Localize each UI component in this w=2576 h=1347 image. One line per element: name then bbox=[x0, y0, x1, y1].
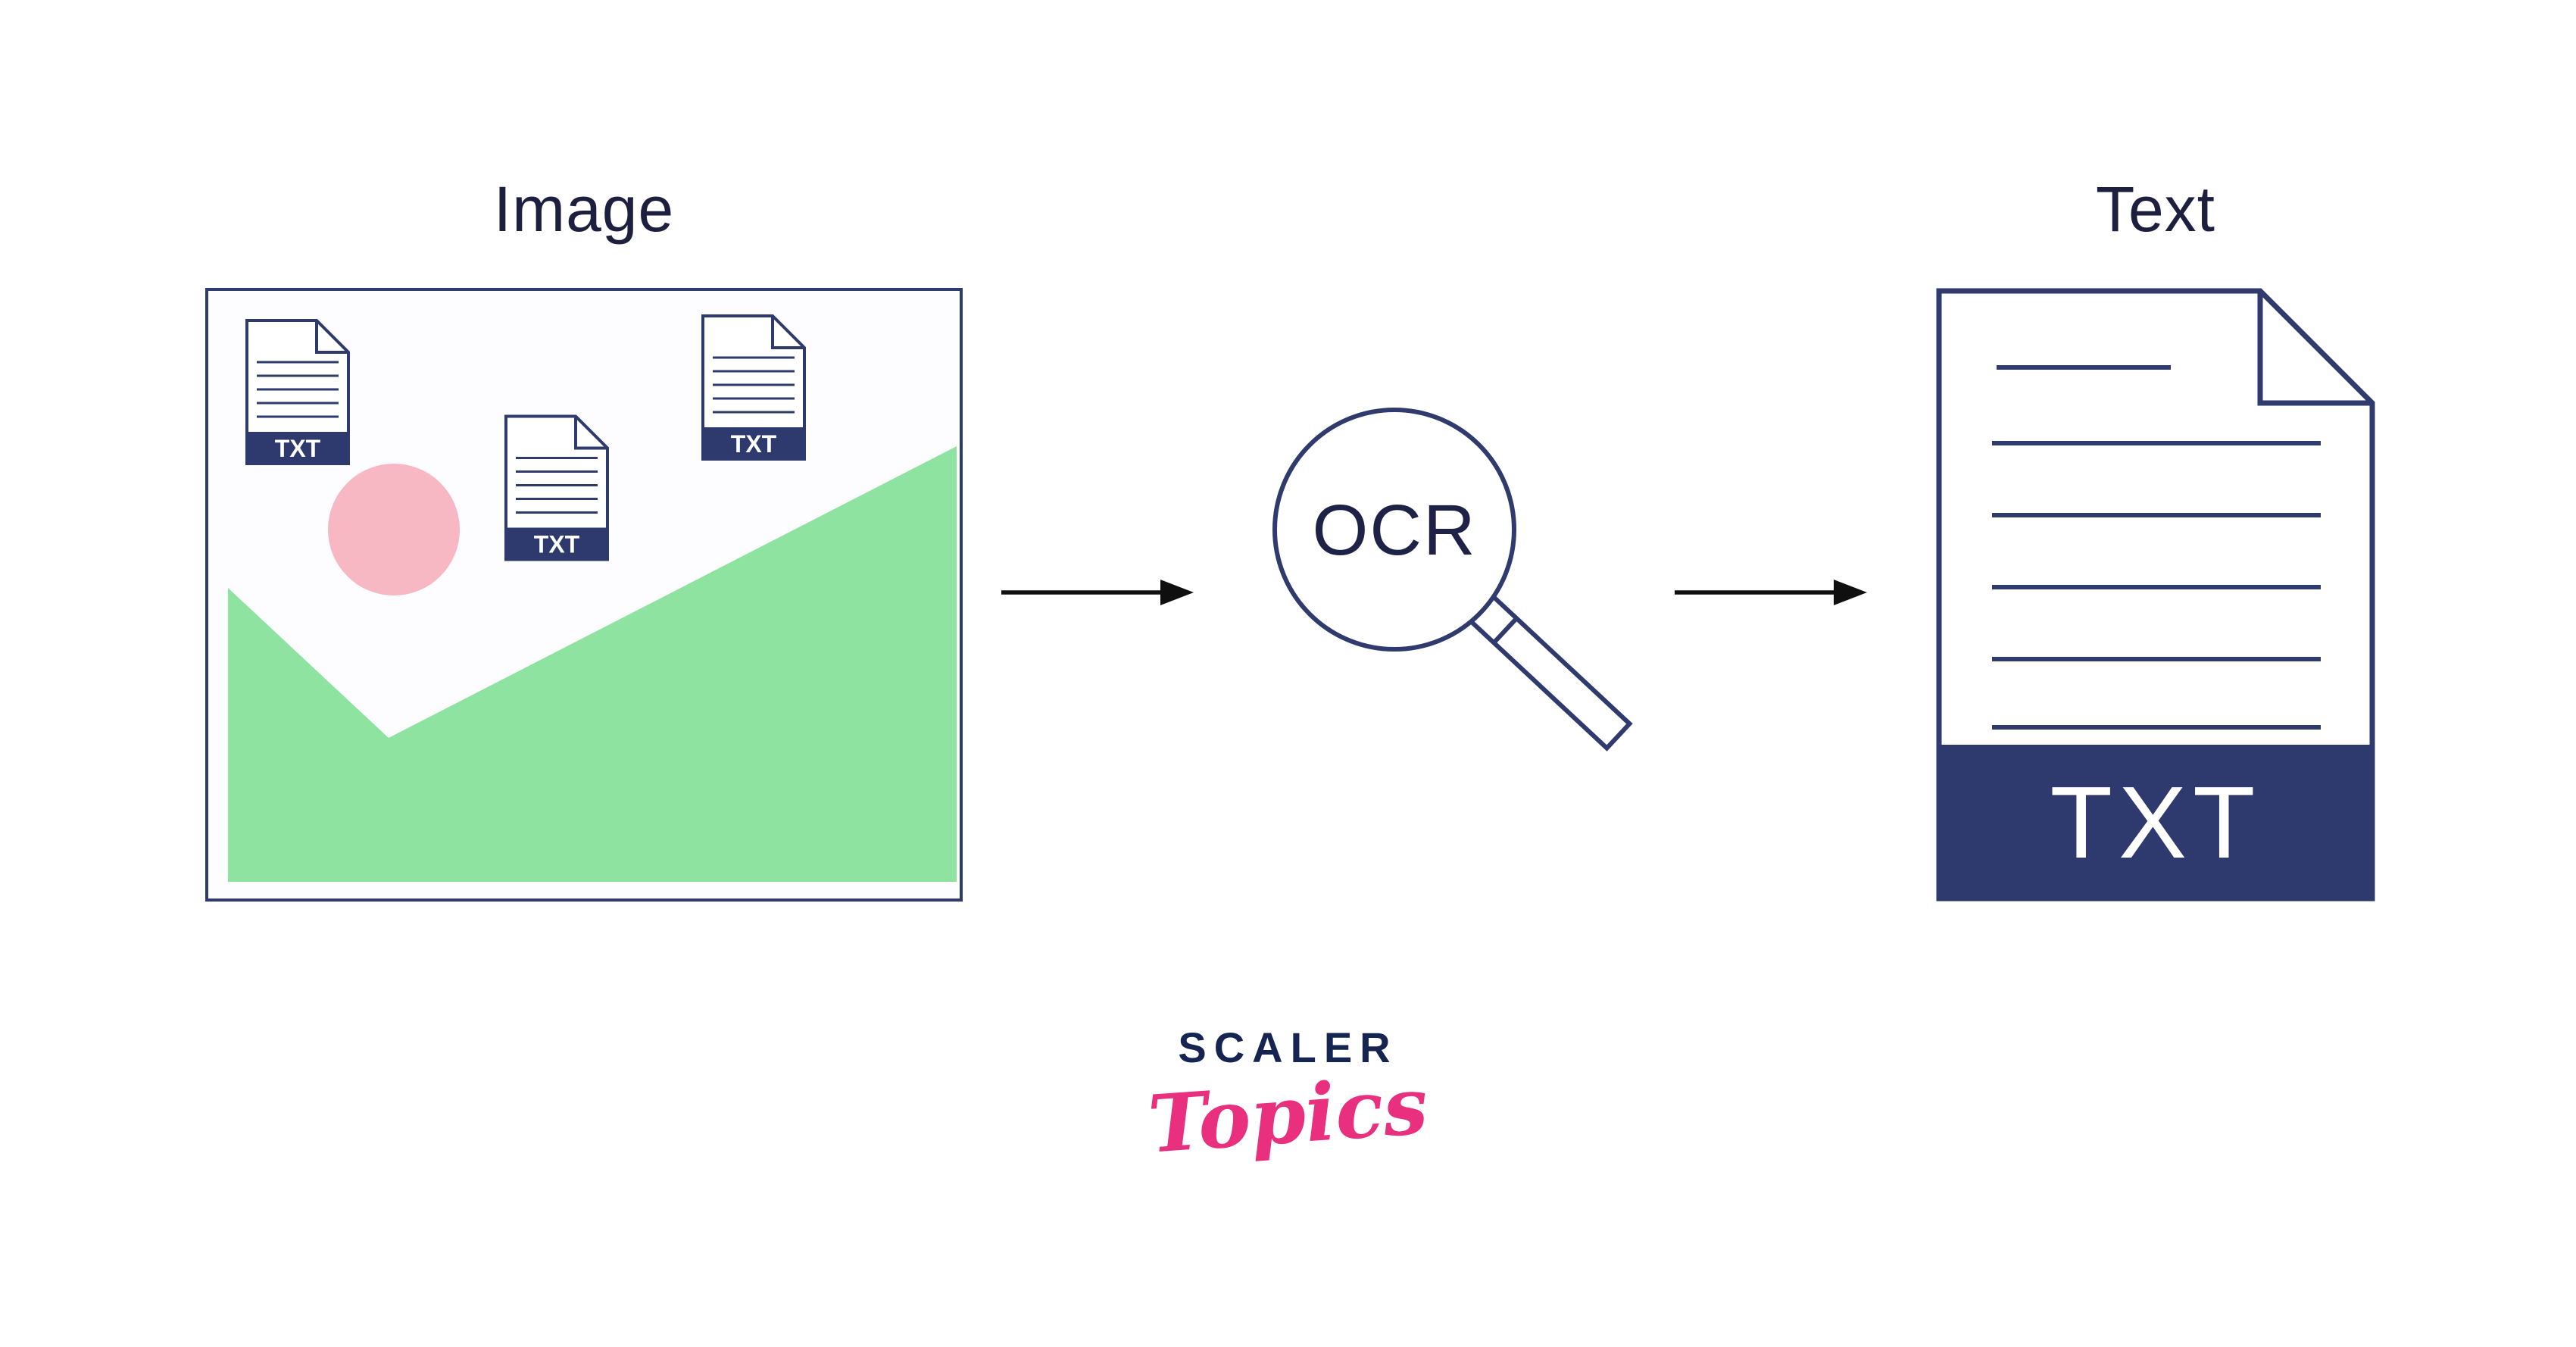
image-caption: Image bbox=[493, 173, 675, 245]
topics-wordmark: Topics bbox=[1145, 1058, 1431, 1171]
txt-badge-label: TXT bbox=[731, 430, 777, 458]
scaler-topics-logo: SCALER Topics bbox=[0, 1023, 2576, 1171]
txt-file-large-icon: TXT bbox=[1936, 288, 2375, 902]
pink-circle-shape bbox=[328, 464, 460, 595]
txt-band bbox=[1939, 745, 2372, 899]
left-arrow-icon bbox=[1001, 580, 1194, 605]
ocr-magnifier: OCR bbox=[1251, 386, 1652, 787]
txt-band-label: TXT bbox=[2050, 765, 2262, 880]
text-caption: Text bbox=[2095, 173, 2216, 245]
txt-file-icon: TXT bbox=[701, 314, 806, 461]
ocr-label: OCR bbox=[1312, 490, 1477, 570]
magnifier-icon bbox=[1272, 408, 1633, 752]
image-panel: TXT TXT TXT bbox=[205, 288, 963, 902]
txt-output-file: TXT bbox=[1936, 288, 2375, 902]
txt-badge-label: TXT bbox=[275, 435, 321, 462]
txt-badge-label: TXT bbox=[534, 531, 580, 558]
txt-file-icon: TXT bbox=[504, 414, 609, 561]
txt-file-icon: TXT bbox=[245, 319, 350, 465]
green-mountain-shape bbox=[228, 446, 957, 882]
right-arrow-icon bbox=[1675, 580, 1867, 605]
scaler-wordmark: SCALER bbox=[1178, 1024, 1398, 1071]
